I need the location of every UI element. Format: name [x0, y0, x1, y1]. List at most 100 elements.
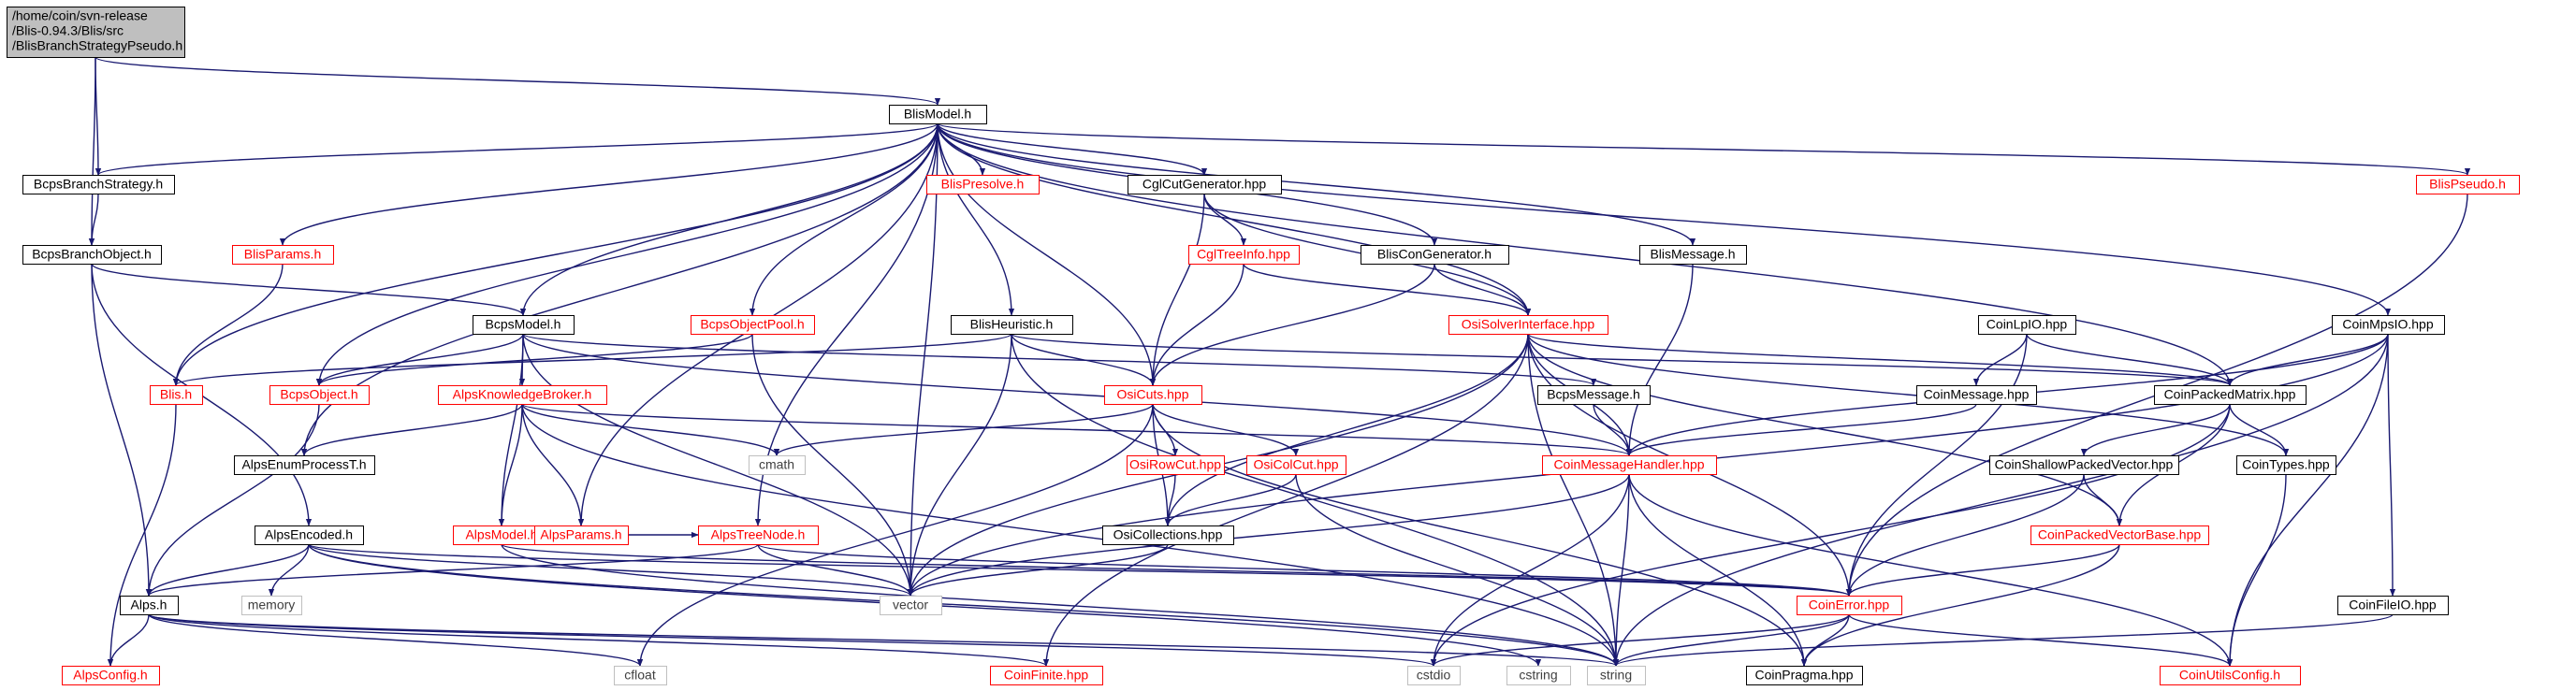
node-OsiRowCut[interactable]: OsiRowCut.hpp: [1127, 455, 1225, 475]
node-BlisParams[interactable]: BlisParams.h: [232, 245, 334, 265]
nodes-layer: /home/coin/svn-release/Blis-0.94.3/Blis/…: [7, 7, 2520, 685]
edge-root-to-BcpsBranchObject: [88, 56, 96, 246]
node-Blis[interactable]: Blis.h: [150, 385, 203, 405]
edge-BlisHeuristic-to-CoinPackedMatrix: [1011, 333, 2233, 386]
node-BlisPseudo[interactable]: BlisPseudo.h: [2416, 175, 2520, 194]
node-BcpsMessage[interactable]: BcpsMessage.h: [1537, 385, 1651, 405]
edge-BlisModel-to-BlisPseudo: [937, 122, 2470, 176]
node-label: BcpsModel.h: [486, 317, 561, 332]
node-OsiCuts[interactable]: OsiCuts.hpp: [1104, 385, 1202, 405]
node-CoinPackedMatrix[interactable]: CoinPackedMatrix.hpp: [2154, 385, 2307, 405]
node-box: [120, 596, 179, 615]
node-label: AlpsTreeNode.h: [711, 527, 806, 542]
node-cfloat: cfloat: [614, 666, 667, 685]
edge-BlisHeuristic-to-Blis: [173, 333, 1012, 386]
node-label: /Blis-0.94.3/Blis/src: [12, 23, 124, 38]
node-BcpsObject[interactable]: BcpsObject.h: [269, 385, 370, 405]
node-BcpsObjectPool[interactable]: BcpsObjectPool.h: [691, 315, 815, 335]
node-box: [698, 525, 819, 545]
node-AlpsKnowledgeBroker[interactable]: AlpsKnowledgeBroker.h: [438, 385, 607, 405]
node-box: [1246, 455, 1346, 475]
node-string: string: [1587, 666, 1646, 685]
edge-BlisHeuristic-to-vector: [907, 333, 1012, 597]
node-CoinMpsIO[interactable]: CoinMpsIO.hpp: [2332, 315, 2445, 335]
node-box: [534, 525, 629, 545]
node-AlpsParams[interactable]: AlpsParams.h: [534, 525, 629, 545]
node-label: BcpsObjectPool.h: [700, 317, 804, 332]
node-BcpsBranchStrategy[interactable]: BcpsBranchStrategy.h: [22, 175, 175, 194]
node-box: [951, 315, 1073, 335]
node-CglTreeInfo[interactable]: CglTreeInfo.hpp: [1188, 245, 1300, 265]
edge-BlisModel-to-Blis: [172, 122, 939, 386]
edge-OsiCuts-to-CoinPragma: [1152, 403, 1808, 667]
node-CoinFileIO[interactable]: CoinFileIO.hpp: [2337, 596, 2449, 615]
node-CoinPackedVectorBase[interactable]: CoinPackedVectorBase.hpp: [2030, 525, 2209, 545]
node-Alps[interactable]: Alps.h: [120, 596, 179, 615]
node-box: [749, 455, 806, 475]
node-label: BcpsBranchObject.h: [32, 247, 152, 262]
edge-CoinError-to-CoinPragma: [1800, 613, 1850, 667]
node-AlpsTreeNode[interactable]: AlpsTreeNode.h: [698, 525, 819, 545]
node-CoinMessageHandler[interactable]: CoinMessageHandler.hpp: [1542, 455, 1717, 475]
node-root[interactable]: /home/coin/svn-release/Blis-0.94.3/Blis/…: [7, 7, 185, 58]
node-box: [150, 385, 203, 405]
node-CoinPragma[interactable]: CoinPragma.hpp: [1746, 666, 1863, 685]
node-AlpsModel[interactable]: AlpsModel.h: [453, 525, 551, 545]
node-label: vector: [893, 597, 928, 612]
node-CoinMessage[interactable]: CoinMessage.hpp: [1916, 385, 2037, 405]
node-box: [2337, 596, 2449, 615]
edge-BlisConGenerator-to-OsiCuts: [1149, 263, 1435, 386]
node-OsiColCut[interactable]: OsiColCut.hpp: [1246, 455, 1346, 475]
node-BlisConGenerator[interactable]: BlisConGenerator.h: [1361, 245, 1509, 265]
edge-OsiSolverInterface-to-string: [1527, 333, 1620, 667]
node-CoinUtilsConfig[interactable]: CoinUtilsConfig.h: [2160, 666, 2301, 685]
node-BcpsBranchObject[interactable]: BcpsBranchObject.h: [22, 245, 162, 265]
node-AlpsEncoded[interactable]: AlpsEncoded.h: [255, 525, 364, 545]
node-label: CoinPackedMatrix.hpp: [2164, 387, 2296, 402]
edge-CoinLpIO-to-CoinError: [1845, 333, 2028, 597]
node-label: CoinTypes.hpp: [2242, 457, 2330, 472]
node-box: [1989, 455, 2179, 475]
edge-AlpsEncoded-to-CoinError: [308, 543, 1852, 597]
edge-CoinMpsIO-to-CoinPackedMatrix: [2226, 333, 2389, 386]
node-box: [1361, 245, 1509, 265]
node-box: [2236, 455, 2336, 475]
node-CoinLpIO[interactable]: CoinLpIO.hpp: [1978, 315, 2076, 335]
node-label: CoinPackedVectorBase.hpp: [2038, 527, 2202, 542]
edge-CoinMessageHandler-to-cstdio: [1430, 473, 1630, 667]
node-label: AlpsModel.h: [465, 527, 537, 542]
node-box: [255, 525, 364, 545]
node-AlpsConfig[interactable]: AlpsConfig.h: [62, 666, 160, 685]
node-CoinShallowPackedVector[interactable]: CoinShallowPackedVector.hpp: [1989, 455, 2179, 475]
node-box: [1746, 666, 1863, 685]
node-BlisPresolve[interactable]: BlisPresolve.h: [926, 175, 1040, 194]
node-label: AlpsKnowledgeBroker.h: [453, 387, 592, 402]
node-AlpsEnumProcessT[interactable]: AlpsEnumProcessT.h: [234, 455, 375, 475]
node-label: Alps.h: [131, 597, 167, 612]
edge-CoinTypes-to-CoinUtilsConfig: [2226, 473, 2287, 667]
node-CglCutGenerator[interactable]: CglCutGenerator.hpp: [1128, 175, 1282, 194]
node-CoinTypes[interactable]: CoinTypes.hpp: [2236, 455, 2336, 475]
node-box: [1542, 455, 1717, 475]
node-BlisModel[interactable]: BlisModel.h: [889, 105, 987, 124]
node-BlisHeuristic[interactable]: BlisHeuristic.h: [951, 315, 1073, 335]
node-box: [614, 666, 667, 685]
edge-CoinPackedVectorBase-to-CoinPragma: [1800, 543, 2120, 667]
node-CoinFinite[interactable]: CoinFinite.hpp: [990, 666, 1103, 685]
node-label: CoinUtilsConfig.h: [2179, 668, 2280, 683]
node-CoinError[interactable]: CoinError.hpp: [1797, 596, 1902, 615]
node-label: AlpsConfig.h: [73, 668, 147, 683]
node-label: CoinLpIO.hpp: [1987, 317, 2068, 332]
node-label: CglCutGenerator.hpp: [1142, 177, 1267, 192]
edge-CoinPackedVectorBase-to-CoinError: [1845, 543, 2120, 597]
edge-CglCutGenerator-to-OsiCuts: [1149, 193, 1205, 386]
edge-BlisConGenerator-to-OsiSolverInterface: [1434, 263, 1532, 316]
edge-Alps-to-cfloat: [148, 613, 644, 667]
edge-CoinLpIO-to-CoinMessage: [1972, 333, 2028, 386]
node-label: cstring: [1519, 668, 1557, 683]
node-label: CoinError.hpp: [1809, 597, 1890, 612]
node-OsiCollections[interactable]: OsiCollections.hpp: [1102, 525, 1234, 545]
node-BlisMessage[interactable]: BlisMessage.h: [1639, 245, 1747, 265]
node-OsiSolverInterface[interactable]: OsiSolverInterface.hpp: [1448, 315, 1608, 335]
node-BcpsModel[interactable]: BcpsModel.h: [473, 315, 575, 335]
